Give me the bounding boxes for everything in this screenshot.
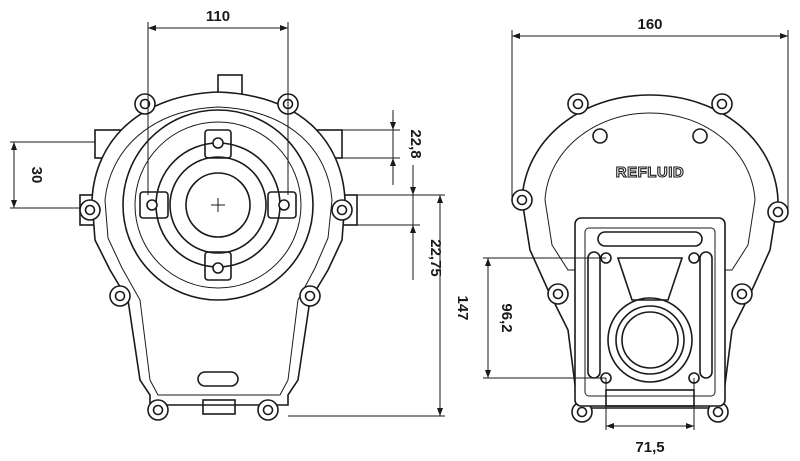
- output-bore-mid: [615, 305, 685, 375]
- inner-bolt-hole: [212, 137, 224, 149]
- inner-bolt-hole: [146, 199, 158, 211]
- dim-22-75-label: 22,75: [427, 239, 444, 277]
- main-face-circle: [122, 109, 314, 301]
- front-view-dimensions: [10, 22, 445, 417]
- dim-22-8-label: 22,8: [407, 129, 424, 158]
- dim-160-label: 160: [637, 16, 662, 33]
- rear-top-hole: [692, 128, 708, 144]
- hub-outer: [169, 156, 267, 254]
- output-bore-inner: [621, 311, 679, 369]
- inner-bolt-hole: [278, 199, 290, 211]
- rear-view: REFLUID: [511, 93, 789, 423]
- drain-slot: [197, 371, 239, 387]
- dim-110-label: 110: [206, 8, 230, 25]
- dim-147-label: 147: [454, 295, 471, 320]
- rear-view-dimensions: [483, 30, 789, 430]
- front-view: [79, 74, 358, 421]
- dim-96-2-label: 96,2: [498, 303, 515, 332]
- rear-top-hole: [592, 128, 608, 144]
- plate-top-slot: [597, 231, 703, 247]
- shaft-bore: [185, 172, 251, 238]
- rib-slot-left: [139, 191, 169, 219]
- plate-right-slot: [699, 251, 713, 379]
- rib-slot-top: [204, 129, 232, 159]
- bottom-foot: [202, 399, 236, 415]
- mounting-plate-inner: [584, 227, 716, 397]
- housing-inner-outline: [104, 106, 333, 396]
- plate-neck: [616, 257, 684, 301]
- rib-slot-bottom: [204, 251, 232, 281]
- dim-71-5-label: 71,5: [635, 439, 664, 456]
- brand-label: REFLUID: [616, 164, 685, 181]
- main-face-inner: [134, 121, 302, 289]
- plate-bolt-hole: [688, 252, 700, 264]
- rib-slot-right: [267, 191, 297, 219]
- output-bore-outer: [607, 297, 693, 383]
- dim-30-label: 30: [28, 167, 45, 184]
- rear-cover-inner: [544, 112, 756, 271]
- inner-bolt-hole: [212, 262, 224, 274]
